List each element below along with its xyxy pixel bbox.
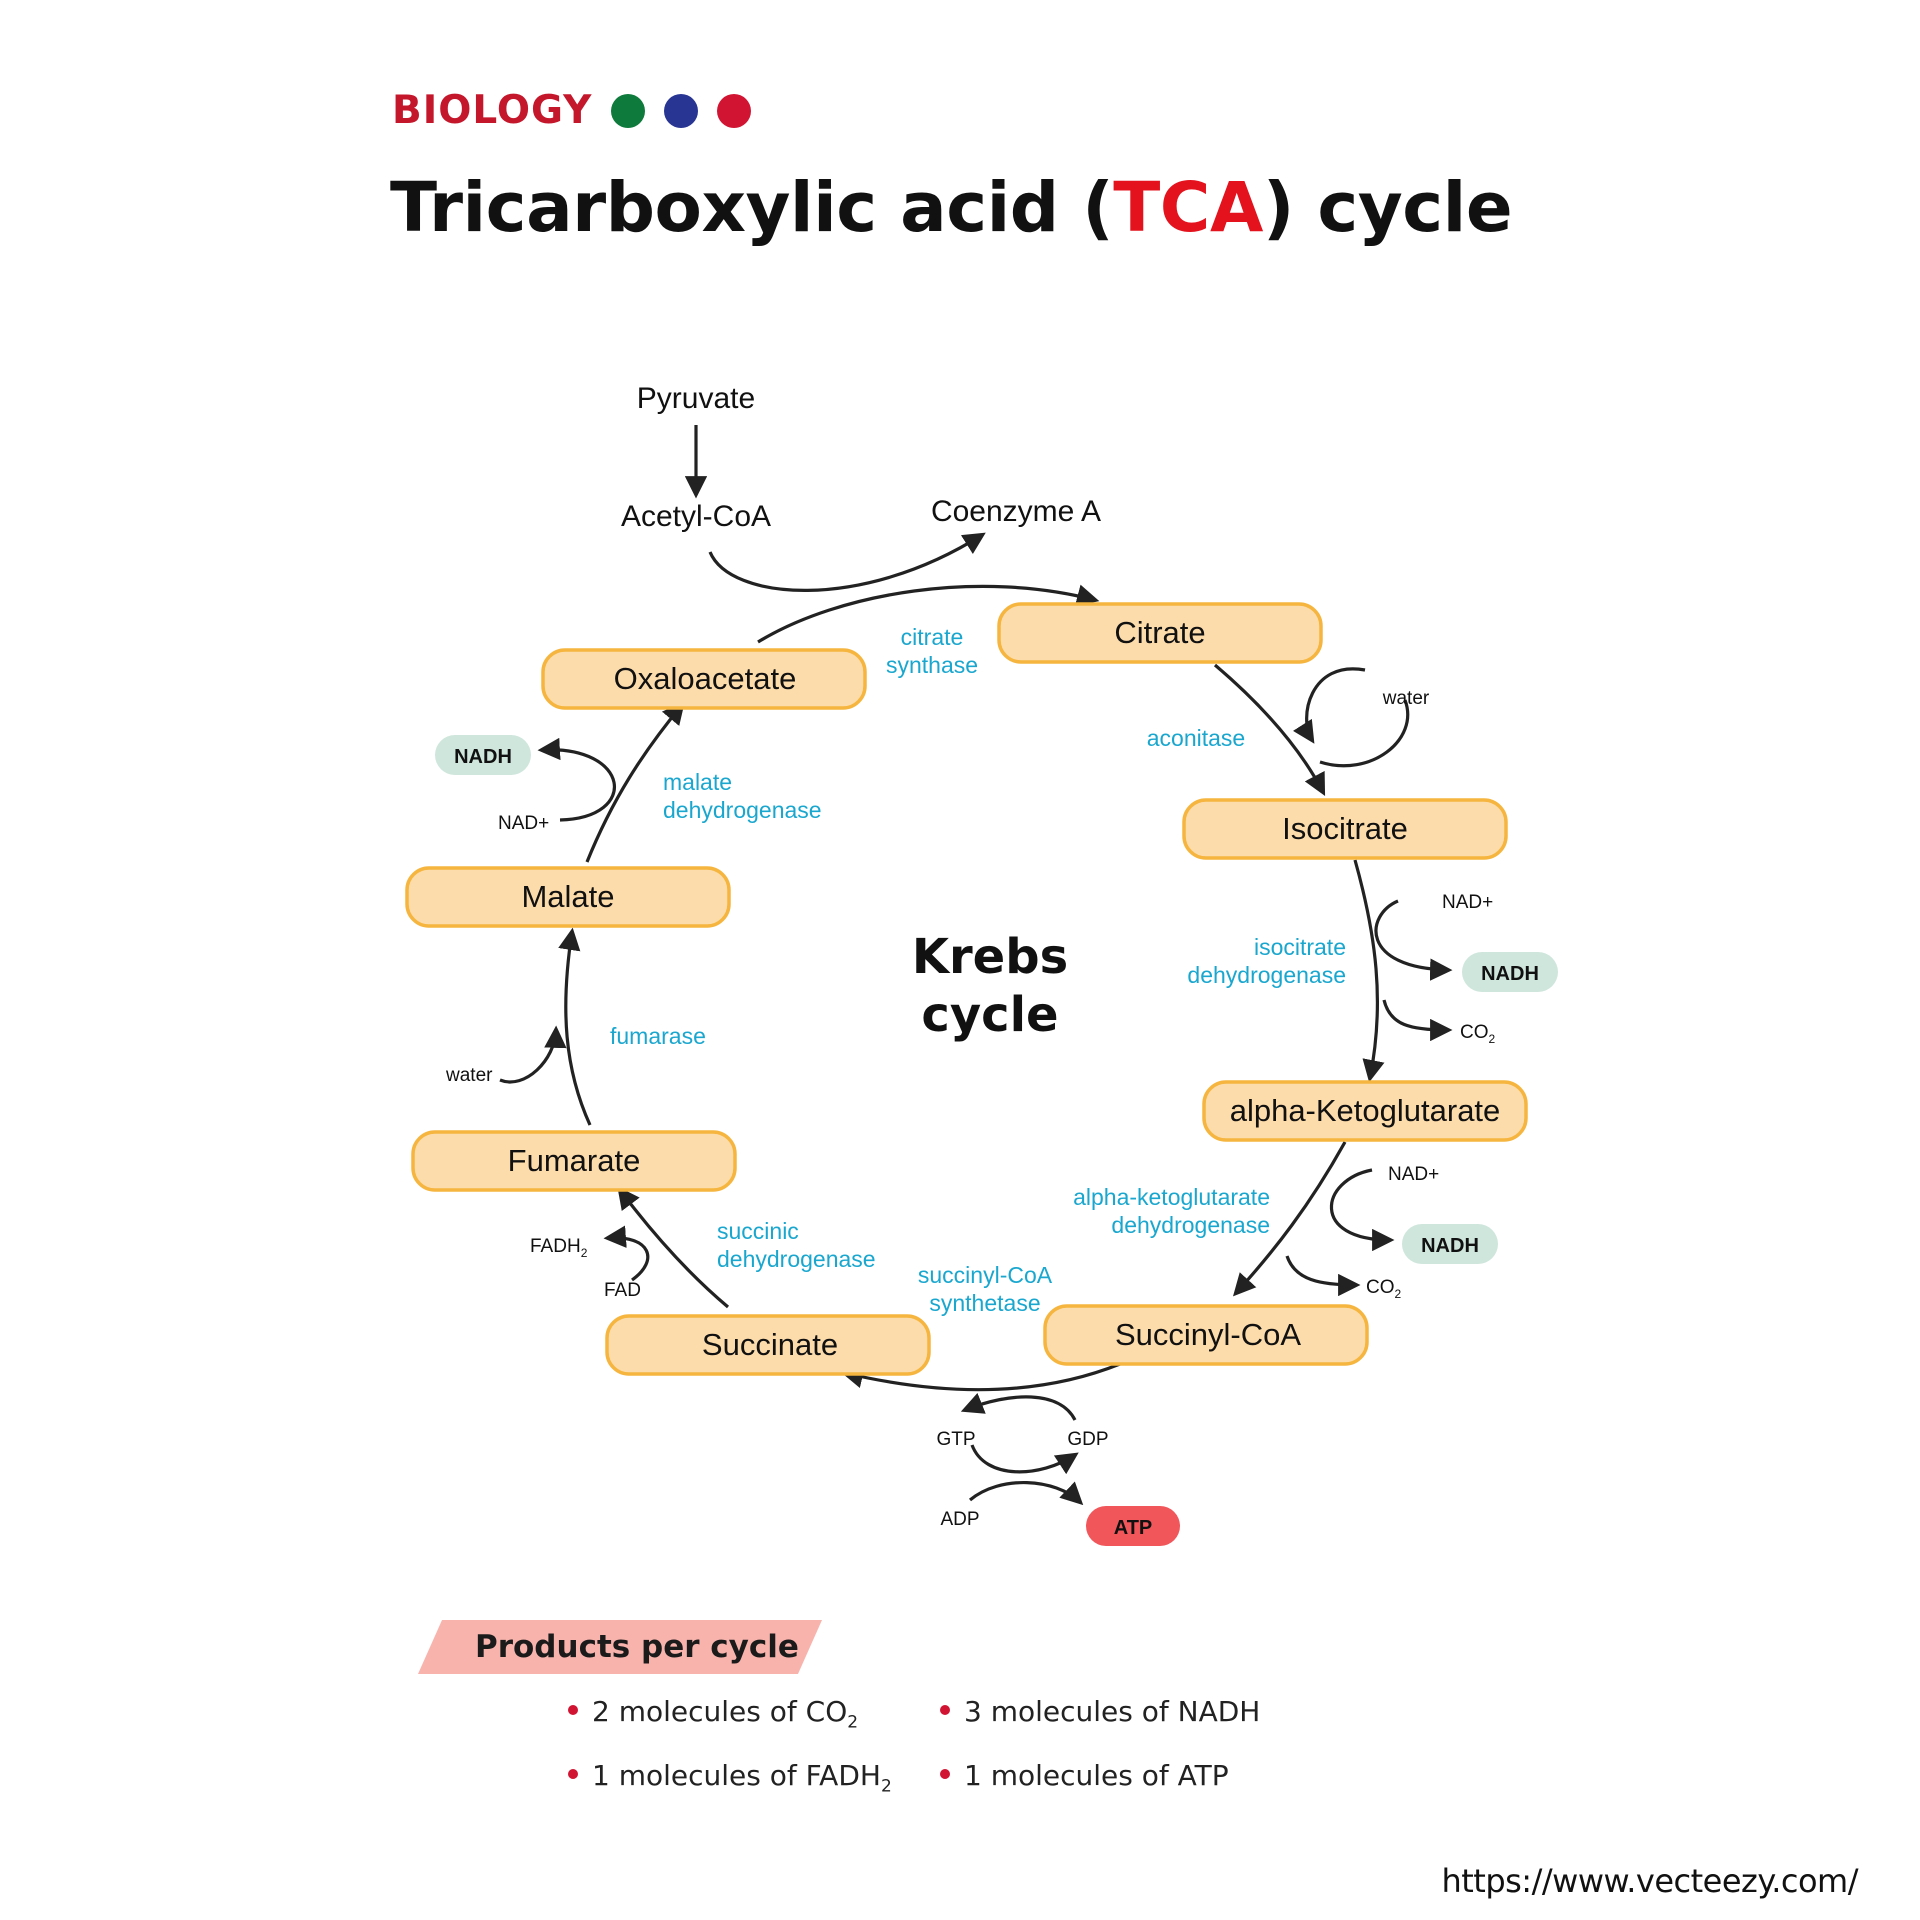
enzyme-succinic-dh-2: dehydrogenase	[717, 1246, 876, 1272]
water-loop-aconitase	[1292, 667, 1366, 744]
enzyme-akg-dh-1: alpha-ketoglutarate	[1073, 1184, 1270, 1210]
nad-label-akg: NAD+	[1388, 1164, 1439, 1185]
category-header: BIOLOGY	[392, 88, 752, 133]
malate-label: Malate	[521, 879, 614, 914]
gdp-to-gtp-arrow	[960, 1392, 1077, 1421]
page-title: Tricarboxylic acid (TCA) cycle	[390, 168, 1513, 248]
atp-pill	[1086, 1506, 1180, 1546]
dot-green-icon	[611, 93, 646, 128]
nadh-pill-isocitrate	[1462, 952, 1558, 992]
coenzyme-a-label: Coenzyme A	[931, 495, 1101, 528]
enzyme-citrate-synthase-2: synthase	[886, 652, 978, 678]
nadh-pill-malate	[435, 735, 531, 775]
arrow-oxaloacetate-to-citrate	[757, 584, 1100, 644]
enzyme-isocitrate-dh-1: isocitrate	[1254, 934, 1346, 960]
bullet-icon	[940, 1769, 950, 1779]
krebs-label-line2: cycle	[921, 987, 1058, 1043]
isocitrate-label: Isocitrate	[1282, 811, 1408, 846]
nad-arrow-akg	[1329, 1168, 1395, 1252]
co2-label-isocitrate: CO2	[1460, 1022, 1496, 1046]
arrow-akg-to-succinylcoa	[1232, 1141, 1347, 1297]
fumarate-box	[411, 1130, 737, 1192]
bullet-icon	[568, 1705, 578, 1715]
isocitrate-box	[1182, 798, 1508, 860]
citrate-box	[997, 602, 1323, 664]
product-nadh: 3 molecules of NADH	[940, 1695, 1260, 1728]
co2-arrow-akg	[1285, 1255, 1361, 1297]
nadh-label-malate: NADH	[454, 746, 512, 768]
gdp-label: GDP	[1067, 1429, 1108, 1450]
dot-red-icon	[717, 93, 752, 128]
acetyl-coa-label: Acetyl-CoA	[621, 500, 771, 533]
nad-label-isocitrate: NAD+	[1442, 892, 1493, 913]
co2-label-akg: CO2	[1366, 1277, 1402, 1301]
fad-label: FAD	[604, 1280, 641, 1301]
product-fadh2: 1 molecules of FADH2	[568, 1759, 892, 1797]
alpha-ketoglutarate-label: alpha-Ketoglutarate	[1230, 1093, 1501, 1128]
oxaloacetate-label: Oxaloacetate	[614, 661, 797, 696]
arrow-fumarate-to-malate	[558, 927, 592, 1126]
arrow-malate-to-oxaloacetate	[585, 701, 685, 863]
succinate-box	[605, 1314, 931, 1376]
enzyme-succinylcoa-synthetase-1: succinyl-CoA	[918, 1262, 1053, 1288]
nadh-label-isocitrate: NADH	[1481, 963, 1539, 985]
product-atp: 1 molecules of ATP	[940, 1759, 1229, 1792]
enzyme-malate-dh-1: malate	[663, 769, 732, 795]
pyruvate-label: Pyruvate	[637, 382, 755, 415]
arrow-citrate-to-isocitrate	[1213, 663, 1326, 796]
malate-box	[405, 866, 731, 928]
alpha-ketoglutarate-box	[1202, 1080, 1528, 1142]
fumarate-label: Fumarate	[508, 1143, 641, 1178]
enzyme-succinic-dh-1: succinic	[717, 1218, 799, 1244]
nad-label-malate: NAD+	[498, 813, 549, 834]
co2-arrow-isocitrate	[1382, 999, 1453, 1042]
citrate-label: Citrate	[1114, 615, 1205, 650]
title-suffix: ) cycle	[1262, 168, 1513, 248]
enzyme-aconitase: aconitase	[1147, 725, 1245, 751]
fad-arrow-succinate	[603, 1225, 650, 1282]
bullet-icon	[940, 1705, 950, 1715]
dot-blue-icon	[664, 93, 699, 128]
water-label-aconitase: water	[1382, 688, 1430, 709]
water-label-fumarate: water	[445, 1065, 493, 1086]
water-arrow-fumarate	[499, 1025, 567, 1084]
succinate-label: Succinate	[702, 1327, 838, 1362]
arrow-acetylcoa-to-coenzyme	[708, 532, 986, 592]
adp-to-atp-arrow	[968, 1481, 1084, 1506]
enzyme-akg-dh-2: dehydrogenase	[1111, 1212, 1270, 1238]
nadh-label-akg: NADH	[1421, 1235, 1479, 1257]
nadh-pill-akg	[1402, 1224, 1498, 1264]
nad-arrow-isocitrate	[1374, 899, 1453, 981]
fadh2-label: FADH2	[530, 1236, 588, 1260]
products-title: Products per cycle	[475, 1629, 799, 1665]
arrow-succinate-to-fumarate	[617, 1186, 730, 1309]
gtp-to-gdp-arrow	[970, 1444, 1079, 1475]
arrow-succinylcoa-to-succinate	[840, 1362, 1121, 1392]
title-prefix: Tricarboxylic acid (	[390, 168, 1114, 248]
succinyl-coa-label: Succinyl-CoA	[1115, 1317, 1301, 1352]
gtp-label: GTP	[936, 1429, 975, 1450]
arrow-isocitrate-to-akg	[1353, 859, 1385, 1083]
krebs-label-line1: Krebs	[912, 929, 1068, 985]
succinyl-coa-box	[1043, 1304, 1369, 1366]
product-co2: 2 molecules of CO2	[568, 1695, 858, 1733]
source-url: https://www.vecteezy.com/	[1441, 1862, 1858, 1900]
enzyme-fumarase: fumarase	[610, 1023, 706, 1049]
enzyme-citrate-synthase-1: citrate	[901, 624, 964, 650]
bullet-icon	[568, 1769, 578, 1779]
oxaloacetate-box	[541, 648, 867, 710]
enzyme-succinylcoa-synthetase-2: synthetase	[929, 1290, 1040, 1316]
atp-label: ATP	[1114, 1517, 1153, 1539]
category-label: BIOLOGY	[392, 88, 593, 133]
title-accent: TCA	[1113, 168, 1263, 248]
enzyme-isocitrate-dh-2: dehydrogenase	[1187, 962, 1346, 988]
adp-label: ADP	[940, 1509, 979, 1530]
nad-arrow-malate	[537, 737, 616, 822]
enzyme-malate-dh-2: dehydrogenase	[663, 797, 822, 823]
